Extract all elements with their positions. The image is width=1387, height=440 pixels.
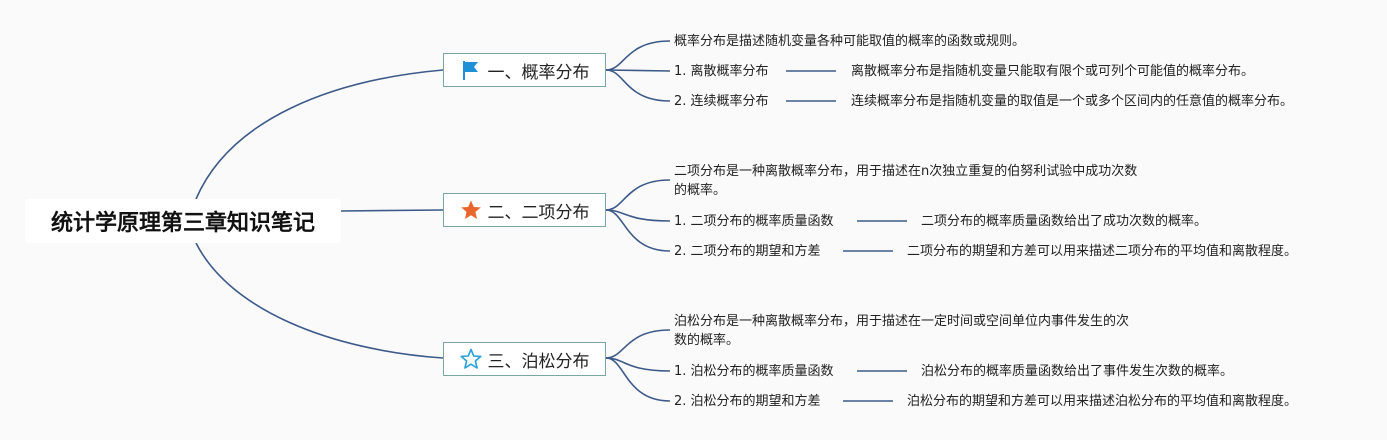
root-to-topic2-line bbox=[340, 209, 444, 212]
topic2-branch-item1 bbox=[605, 209, 671, 222]
topic1-item1-detail: 离散概率分布是指随机变量只能取有限个或可列个可能值的概率分布。 bbox=[851, 64, 1255, 79]
topic2-item1-label: 1. 二项分布的概率质量函数 bbox=[674, 214, 834, 229]
topic-label: 三、泊松分布 bbox=[487, 351, 590, 372]
root-to-topic3-line bbox=[195, 242, 444, 359]
topic-label: 一、概率分布 bbox=[487, 62, 590, 83]
topic1-branch-item1 bbox=[605, 69, 671, 72]
topic2-intro-line1: 二项分布是一种离散概率分布，用于描述在n次独立重复的伯努利试验中成功次数 bbox=[674, 164, 1138, 179]
topic2-item1-detail: 二项分布的概率质量函数给出了成功次数的概率。 bbox=[921, 214, 1208, 229]
topic3-branch-item1 bbox=[605, 357, 671, 372]
topic-label: 二、二项分布 bbox=[487, 202, 590, 223]
topic3-item1-detail: 泊松分布的概率质量函数给出了事件发生次数的概率。 bbox=[921, 364, 1234, 379]
topic-probability-distribution[interactable]: 一、概率分布 bbox=[443, 53, 606, 87]
topic1-branch-intro bbox=[605, 40, 671, 71]
topic-binomial-distribution[interactable]: 二、二项分布 bbox=[443, 193, 606, 227]
topic1-item2-detail: 连续概率分布是指随机变量的取值是一个或多个区间内的任意值的概率分布。 bbox=[851, 94, 1294, 109]
root-to-topic1-line bbox=[195, 69, 444, 200]
topic3-intro-line2: 数的概率。 bbox=[674, 333, 740, 348]
topic1-branch-item2 bbox=[605, 69, 671, 102]
root-title: 统计学原理第三章知识笔记 bbox=[50, 211, 315, 236]
flag-icon bbox=[460, 59, 482, 81]
topic3-item2-label: 2. 泊松分布的期望和方差 bbox=[674, 394, 821, 409]
topic2-item2-label: 2. 二项分布的期望和方差 bbox=[674, 244, 821, 259]
topic-poisson-distribution[interactable]: 三、泊松分布 bbox=[443, 342, 606, 376]
star-outline-icon bbox=[459, 348, 482, 370]
topic3-intro-line1: 泊松分布是一种离散概率分布，用于描述在一定时间或空间单位内事件发生的次 bbox=[674, 314, 1130, 329]
root-node[interactable]: 统计学原理第三章知识笔记 bbox=[25, 199, 341, 243]
star-filled-icon bbox=[460, 199, 482, 221]
topic2-branch-item2 bbox=[605, 209, 671, 252]
topic3-branch-item2 bbox=[605, 357, 671, 402]
topic2-intro-line2: 的概率。 bbox=[674, 183, 727, 198]
topic1-item1-label: 1. 离散概率分布 bbox=[674, 64, 769, 79]
topic3-branch-intro bbox=[605, 329, 671, 359]
topic2-branch-intro bbox=[605, 179, 671, 211]
topic1-intro: 概率分布是描述随机变量各种可能取值的概率的函数或规则。 bbox=[674, 34, 1026, 49]
topic2-item2-detail: 二项分布的期望和方差可以用来描述二项分布的平均值和离散程度。 bbox=[907, 244, 1298, 259]
topic1-item2-label: 2. 连续概率分布 bbox=[674, 94, 769, 109]
topic3-item1-label: 1. 泊松分布的概率质量函数 bbox=[674, 364, 834, 379]
topic3-item2-detail: 泊松分布的期望和方差可以用来描述泊松分布的平均值和离散程度。 bbox=[907, 394, 1298, 409]
